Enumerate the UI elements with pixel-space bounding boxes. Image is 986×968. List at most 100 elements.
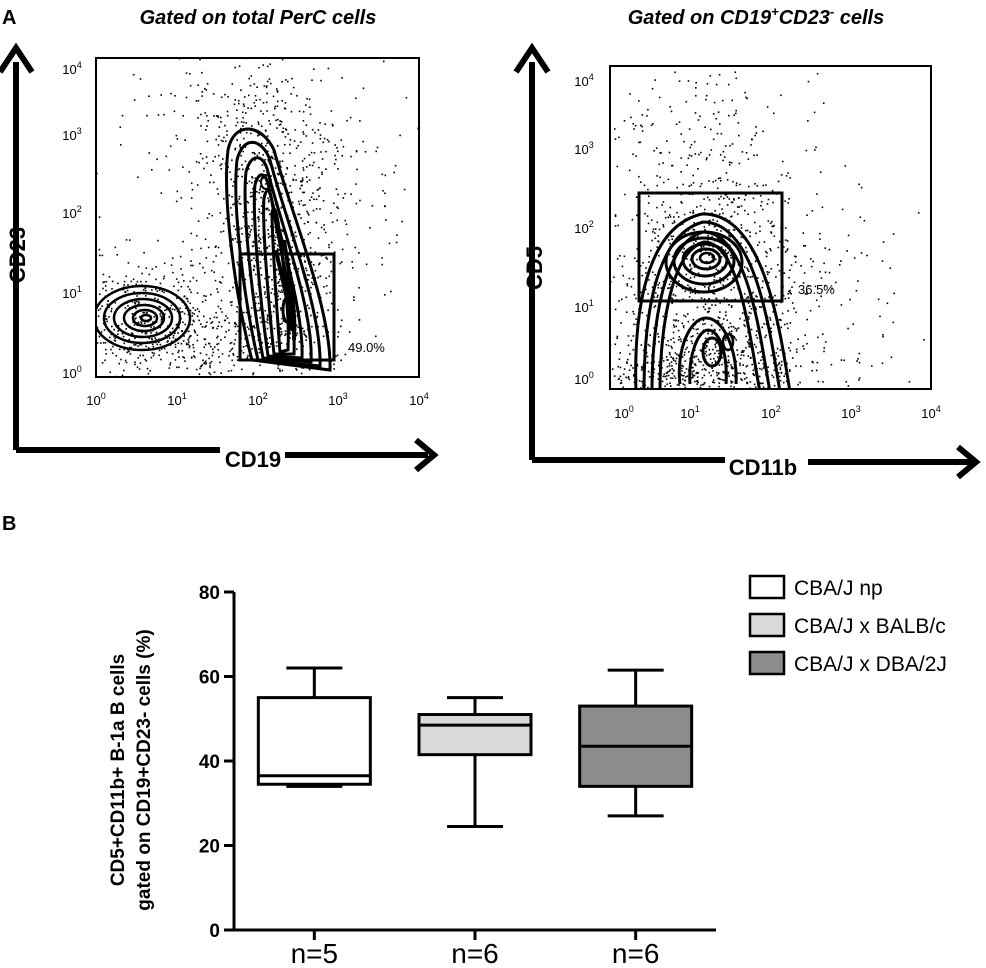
event-dot	[708, 348, 711, 351]
event-dot	[132, 73, 135, 76]
event-dot	[572, 366, 574, 368]
event-dot	[250, 307, 253, 309]
event-dot	[291, 77, 293, 80]
event-dot	[694, 380, 696, 383]
event-dot	[282, 183, 284, 186]
event-dot	[265, 183, 267, 185]
event-dot	[99, 308, 102, 310]
event-dot	[633, 374, 635, 376]
event-dot	[298, 110, 301, 113]
event-dot	[741, 151, 744, 153]
event-dot	[277, 367, 279, 369]
event-dot	[724, 337, 727, 339]
event-dot	[696, 383, 698, 385]
event-dot	[266, 142, 268, 145]
event-dot	[56, 302, 58, 304]
event-dot	[710, 374, 712, 377]
event-dot	[271, 279, 273, 281]
event-dot	[326, 138, 329, 141]
event-dot	[647, 416, 649, 418]
event-dot	[766, 397, 768, 399]
event-dot	[796, 351, 798, 353]
event-dot	[632, 310, 634, 313]
event-dot	[281, 100, 283, 102]
event-dot	[689, 146, 692, 149]
event-dot	[672, 357, 675, 359]
event-dot	[683, 140, 685, 143]
event-dot	[699, 386, 702, 389]
event-dot	[667, 178, 670, 181]
event-dot	[715, 361, 717, 364]
event-dot	[746, 382, 748, 384]
event-dot	[648, 195, 650, 198]
event-dot	[232, 352, 234, 355]
event-dot	[780, 326, 782, 329]
event-dot	[258, 211, 261, 213]
event-dot	[279, 120, 281, 122]
event-dot	[255, 198, 257, 201]
event-dot	[746, 251, 748, 253]
event-dot	[656, 296, 659, 298]
event-dot	[194, 45, 196, 47]
event-dot	[647, 386, 649, 389]
event-dot	[657, 336, 660, 338]
event-dot	[205, 89, 208, 91]
event-dot	[220, 231, 222, 233]
event-dot	[130, 346, 133, 349]
event-dot	[249, 38, 251, 40]
event-dot	[611, 368, 614, 370]
event-dot	[764, 297, 766, 300]
event-dot	[714, 360, 717, 362]
event-dot	[664, 416, 666, 418]
event-dot	[242, 346, 245, 348]
event-dot	[733, 229, 736, 231]
event-dot	[688, 296, 691, 298]
event-dot	[726, 319, 729, 321]
event-dot	[273, 242, 276, 245]
event-dot	[715, 297, 718, 300]
event-dot	[229, 301, 232, 304]
event-dot	[701, 383, 704, 386]
event-dot	[800, 265, 802, 267]
event-dot	[235, 333, 237, 335]
event-dot	[666, 372, 668, 374]
event-dot	[301, 327, 304, 330]
event-dot	[789, 291, 791, 294]
event-dot	[91, 364, 93, 366]
event-dot	[280, 182, 282, 185]
event-dot	[102, 281, 104, 284]
event-dot	[716, 132, 719, 135]
event-dot	[260, 212, 263, 215]
event-dot	[612, 407, 614, 409]
event-dot	[265, 320, 267, 323]
event-dot	[174, 359, 177, 361]
event-dot	[742, 412, 744, 414]
event-dot	[697, 235, 699, 238]
event-dot	[336, 206, 338, 208]
event-dot	[274, 239, 276, 242]
event-dot	[114, 337, 116, 339]
event-dot	[193, 313, 195, 315]
event-dot	[211, 380, 213, 382]
event-dot	[749, 305, 751, 308]
event-dot	[673, 216, 675, 218]
event-dot	[251, 181, 253, 184]
event-dot	[694, 292, 697, 295]
event-dot	[628, 369, 631, 371]
event-dot	[696, 376, 699, 378]
event-dot	[139, 362, 142, 364]
event-dot	[298, 401, 300, 403]
event-dot	[212, 93, 215, 95]
event-dot	[815, 146, 817, 149]
event-dot	[198, 161, 200, 164]
event-dot	[795, 255, 797, 258]
event-dot	[154, 337, 156, 339]
event-dot	[701, 395, 703, 397]
event-dot	[336, 147, 338, 149]
event-dot	[174, 95, 176, 97]
event-dot	[753, 374, 755, 377]
event-dot	[93, 383, 95, 385]
event-dot	[738, 134, 740, 137]
event-dot	[158, 289, 161, 291]
